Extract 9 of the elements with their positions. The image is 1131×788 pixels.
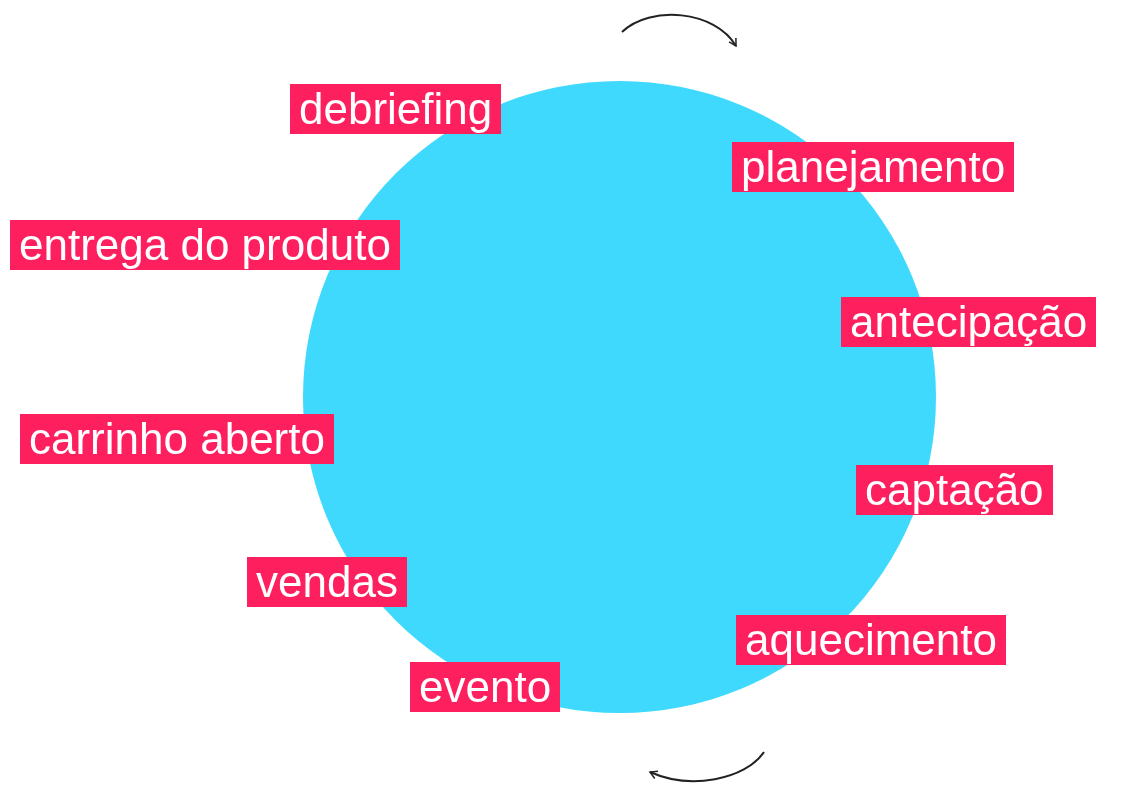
stage-label: planejamento — [732, 142, 1015, 192]
stage-label: captação — [856, 465, 1053, 515]
stage-label: debriefing — [290, 84, 502, 134]
stage-label: antecipação — [841, 297, 1097, 347]
stage-label: aquecimento — [736, 615, 1006, 665]
stage-label: vendas — [247, 557, 407, 607]
stage-label: entrega do produto — [10, 220, 400, 270]
stage-label: carrinho aberto — [20, 414, 334, 464]
stage-label: evento — [410, 662, 561, 712]
